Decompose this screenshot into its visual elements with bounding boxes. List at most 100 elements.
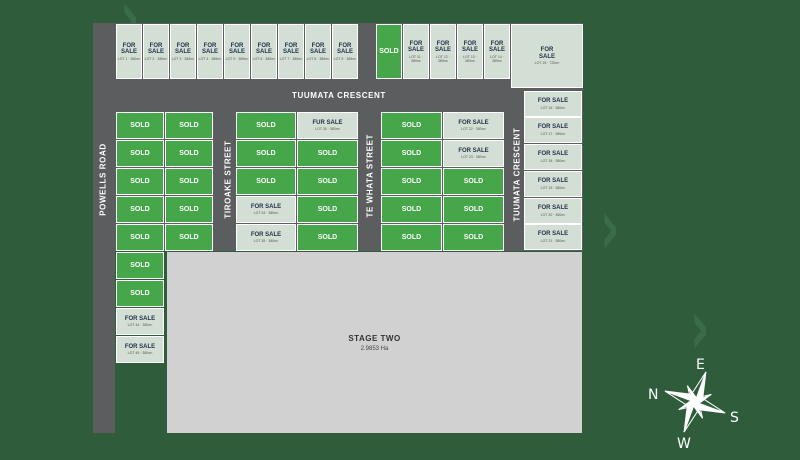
lot-detail: LOT 3 · 389m²	[171, 56, 195, 61]
lot-status: FOR SALE	[537, 231, 569, 238]
lot-status: FOR SALE	[147, 42, 164, 56]
lot-sold-blockC-7[interactable]: SOLD	[443, 196, 504, 223]
lot-detail: LOT 22 · 380m²	[461, 127, 486, 132]
lot-status: SOLD	[401, 178, 422, 185]
lot-sold-blockA-11[interactable]: SOLD	[116, 280, 164, 307]
lot-sold-blockC-5[interactable]: SOLD	[443, 168, 504, 195]
road-label-te-whata-street: TE WHATA STREET	[365, 133, 375, 218]
lot-status: FOR SALE	[250, 203, 282, 210]
lot-sold-blockC-0[interactable]: SOLD	[381, 112, 442, 139]
lot-status: FOR SALE	[124, 315, 156, 322]
lot-sold-blockC-6[interactable]: SOLD	[381, 196, 442, 223]
lot-sold-topRow-9[interactable]: SOLD	[376, 24, 402, 79]
compass-s: S	[730, 410, 739, 426]
lot-status: FOR SALE	[124, 343, 156, 350]
lot-sold-blockA-7[interactable]: SOLD	[165, 196, 213, 223]
lot-status: SOLD	[130, 150, 150, 157]
lot-status: FOR SALE	[537, 151, 569, 158]
lot-status: FOR SALE	[538, 47, 555, 60]
lot-sold-blockB-0[interactable]: SOLD	[236, 112, 296, 139]
lot-sold-blockC-4[interactable]: SOLD	[381, 168, 442, 195]
road-label-tuumata-crescent-right: TUUMATA CRESCENT	[512, 127, 522, 222]
stage-title: STAGE TWO	[348, 333, 401, 343]
lot-status: SOLD	[130, 290, 150, 297]
lot-sold-blockB-5[interactable]: SOLD	[297, 168, 358, 195]
lot-sold-blockC-9[interactable]: SOLD	[443, 224, 504, 251]
lot-status: FOR SALE	[174, 42, 191, 56]
lot-status: SOLD	[401, 122, 422, 129]
lot-status: SOLD	[317, 234, 338, 241]
lot-sold-blockA-3[interactable]: SOLD	[165, 140, 213, 167]
lot-sold-blockA-4[interactable]: SOLD	[116, 168, 164, 195]
lot-status: FOR SALE	[458, 119, 489, 126]
lot-detail: LOT 44 · 380m²	[127, 323, 153, 328]
lot-detail: LOT 20 · 380m²	[540, 212, 566, 217]
lot-status: SOLD	[317, 150, 338, 157]
lot-detail: LOT 35 · 380m²	[253, 239, 279, 244]
lot-sold-blockA-1[interactable]: SOLD	[165, 112, 213, 139]
lot-detail: LOT 7 · 389m²	[279, 56, 303, 61]
lot-detail: LOT 6 · 389m²	[252, 56, 276, 61]
lot-status: FOR SALE	[458, 147, 489, 154]
lot-sold-blockA-5[interactable]: SOLD	[165, 168, 213, 195]
lot-status: FOR SALE	[228, 42, 245, 56]
compass-e: E	[696, 357, 705, 373]
lot-sold-blockB-7[interactable]: SOLD	[297, 196, 358, 223]
lot-sold-blockA-0[interactable]: SOLD	[116, 112, 164, 139]
lot-sold-blockB-4[interactable]: SOLD	[236, 168, 296, 195]
lot-status: FOR SALE	[537, 205, 569, 212]
lot-sold-blockA-6[interactable]: SOLD	[116, 196, 164, 223]
lot-status: SOLD	[463, 234, 484, 241]
lot-status: FOR SALE	[537, 178, 569, 185]
lot-status: FOR SALE	[120, 42, 137, 56]
lot-sold-blockA-9[interactable]: SOLD	[165, 224, 213, 251]
chevron-decor-icon: ›	[600, 183, 620, 273]
lot-sold-blockA-2[interactable]: SOLD	[116, 140, 164, 167]
lot-sold-blockB-3[interactable]: SOLD	[297, 140, 358, 167]
lot-sold-blockB-9[interactable]: SOLD	[297, 224, 358, 251]
lot-detail: LOT 2 · 389m²	[144, 56, 168, 61]
lot-status: FOR SALE	[250, 231, 282, 238]
lot-detail: LOT 1 · 380m²	[117, 56, 141, 61]
lot-status: SOLD	[179, 150, 199, 157]
lot-sold-blockB-2[interactable]: SOLD	[236, 140, 296, 167]
stage-area: 2.9853 Ha	[360, 345, 389, 352]
lot-detail: LOT 45 · 380m²	[127, 351, 153, 356]
lot-detail: LOT 13 · 389m²	[463, 54, 477, 63]
lot-sold-blockC-2[interactable]: SOLD	[381, 140, 442, 167]
lot-status: FOR SALE	[407, 40, 424, 54]
lot-sold-blockA-8[interactable]: SOLD	[116, 224, 164, 251]
lot-status: SOLD	[179, 206, 199, 213]
lot-sold-blockC-8[interactable]: SOLD	[381, 224, 442, 251]
lot-sold-blockA-10[interactable]: SOLD	[116, 252, 164, 279]
lot-detail: LOT 11 · 389m²	[409, 54, 423, 63]
lot-detail: LOT 30 · 380m²	[315, 127, 340, 132]
